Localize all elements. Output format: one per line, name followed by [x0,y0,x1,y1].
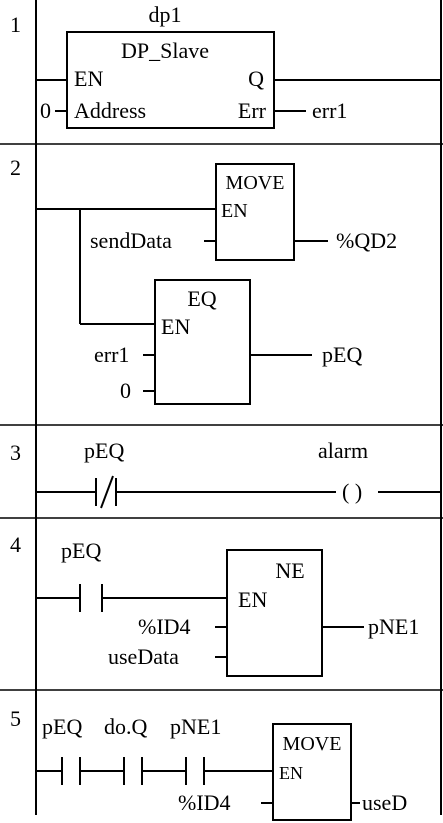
en-pin-label: EN [161,314,190,339]
contact-label: pEQ [61,538,101,563]
eq-input2-value: 0 [120,378,131,403]
move-input-variable: sendData [90,228,172,253]
move-output-variable: %QD2 [336,228,397,253]
move-output-variable: useD [362,790,407,815]
eq-input1-variable: err1 [94,342,129,367]
address-pin-label: Address [74,98,146,123]
ne-block [226,549,323,677]
contact-label: pEQ [84,438,124,463]
eq-output-variable: pEQ [322,342,362,367]
block-instance-name: dp1 [149,2,182,27]
coil-label: alarm [318,438,368,463]
block-type-label: DP_Slave [121,38,209,63]
err-pin-label: Err [238,98,267,123]
ne-input1-variable: %ID4 [138,614,191,639]
block-type-label: EQ [187,286,216,311]
move-block [215,163,295,261]
move-block [272,723,352,821]
normally-open-contact [61,757,81,785]
normally-open-contact [185,757,205,785]
err-output-variable: err1 [312,98,347,123]
en-pin-label: EN [74,66,103,91]
output-coil: ( ) [342,479,362,504]
move-input-variable: %ID4 [178,790,231,815]
en-pin-label: EN [238,587,267,612]
q-pin-label: Q [248,66,264,91]
normally-open-contact [123,757,143,785]
en-pin-label: EN [221,200,248,222]
contact-label: pNE1 [170,714,221,739]
block-type-label: MOVE [283,733,342,755]
ne-output-variable: pNE1 [368,614,419,639]
contact-label: pEQ [42,714,82,739]
ne-input2-variable: useData [108,644,179,669]
rung-number: 4 [10,532,21,557]
rung-number: 1 [10,12,21,37]
eq-block [154,279,251,405]
rung-number: 3 [10,440,21,465]
address-input-value: 0 [40,98,51,123]
contact-label: do.Q [104,714,148,739]
block-type-label: MOVE [226,172,285,194]
rung-number: 5 [10,706,21,731]
en-pin-label: EN [279,763,303,783]
normally-open-contact [79,584,103,612]
rung-number: 2 [10,155,21,180]
block-type-label: NE [275,558,304,583]
normally-closed-contact [95,475,117,509]
